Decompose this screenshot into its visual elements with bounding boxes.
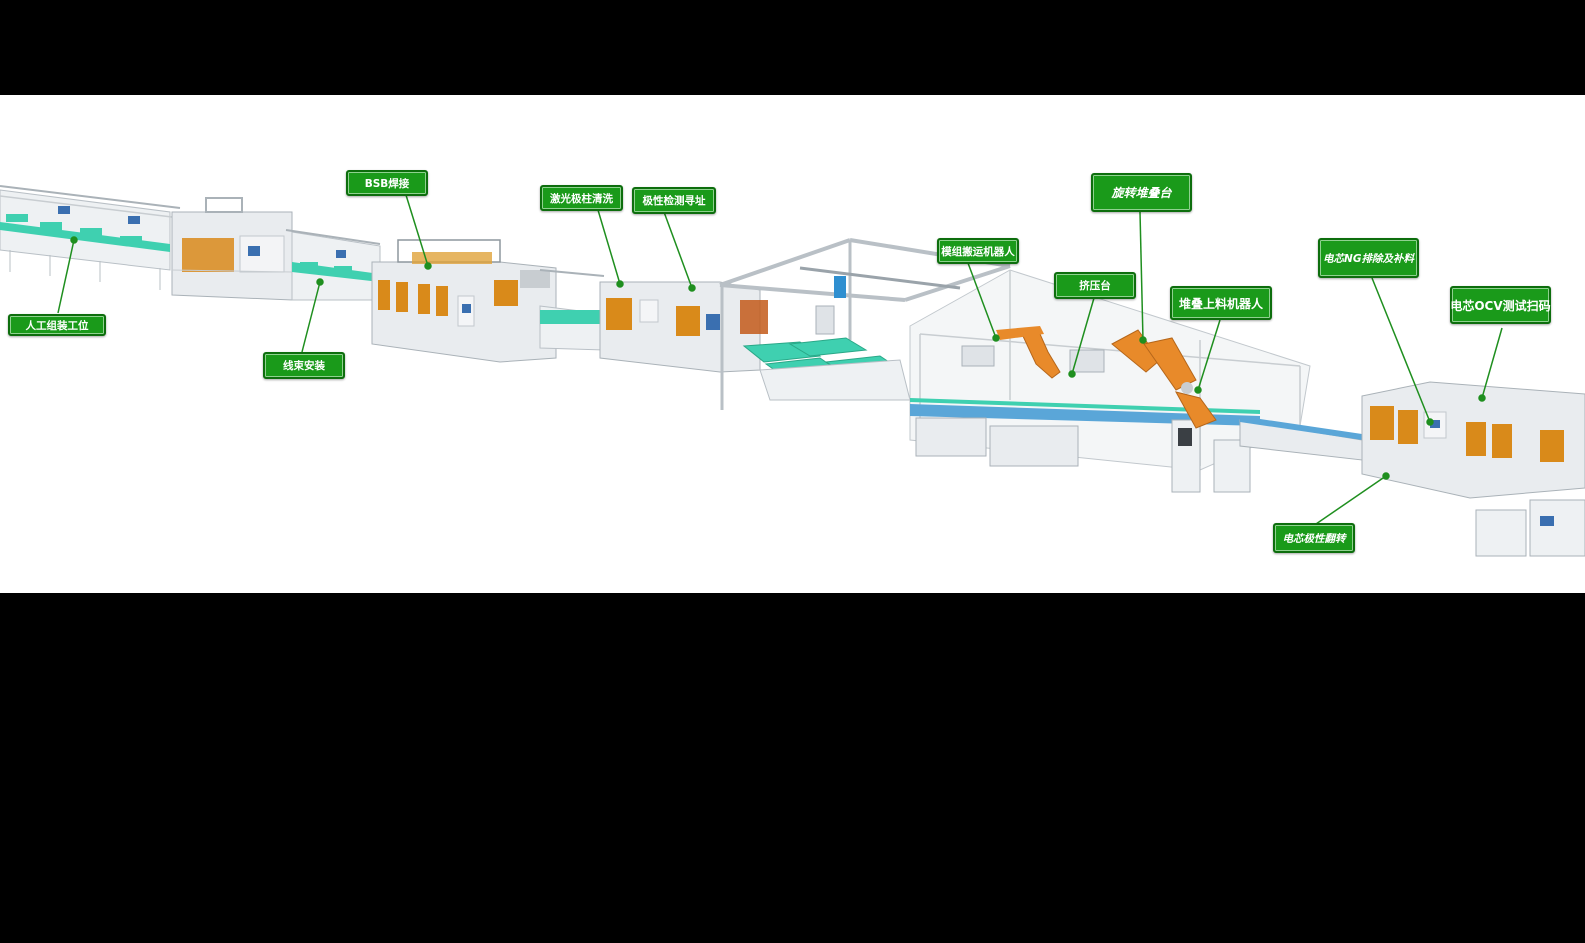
leader-cell-flip xyxy=(1315,475,1387,525)
laser-cleaning-machine xyxy=(599,281,768,373)
label-bsb-welding: BSB焊接 xyxy=(346,170,428,196)
leader-manual-assembly xyxy=(57,239,75,314)
module-pallets xyxy=(742,337,911,401)
harness-conveyor xyxy=(285,229,381,301)
label-cell-ng: 电芯NG排除及补料 xyxy=(1318,238,1419,278)
label-rotary-stacking: 旋转堆叠台 xyxy=(1091,173,1192,212)
leader-laser-cleaning xyxy=(597,209,621,285)
label-manual-assembly: 人工组装工位 xyxy=(8,314,106,336)
label-module-robot: 模组搬运机器人 xyxy=(937,238,1019,264)
leader-polarity-check xyxy=(663,211,693,289)
mid-conveyor xyxy=(539,269,605,351)
manual-assembly-line xyxy=(0,185,181,290)
label-cell-ocv: 电芯OCV测试扫码 xyxy=(1450,286,1551,324)
leader-lines xyxy=(57,194,1503,525)
cell-stacking-cell xyxy=(909,269,1311,493)
leader-bsb-welding xyxy=(405,194,429,267)
label-extrusion: 挤压台 xyxy=(1054,272,1136,299)
label-harness-install: 线束安装 xyxy=(263,352,345,379)
cell-ocv-line xyxy=(1239,381,1585,557)
label-stack-robot: 堆叠上料机器人 xyxy=(1170,286,1272,320)
leader-stack-robot xyxy=(1197,319,1221,391)
leader-cell-ocv xyxy=(1481,327,1503,399)
leader-harness-install xyxy=(301,281,321,353)
leader-module-robot xyxy=(967,262,997,339)
label-polarity-check: 极性检测寻址 xyxy=(632,187,716,214)
enclosed-station-1 xyxy=(171,197,293,301)
leader-extrusion xyxy=(1071,297,1095,375)
label-laser-cleaning: 激光极柱清洗 xyxy=(540,185,623,211)
leader-rotary-stacking xyxy=(1139,211,1144,341)
label-cell-flip: 电芯极性翻转 xyxy=(1273,523,1355,553)
bsb-welding-machine xyxy=(371,239,557,363)
leader-cell-ng xyxy=(1371,277,1431,423)
